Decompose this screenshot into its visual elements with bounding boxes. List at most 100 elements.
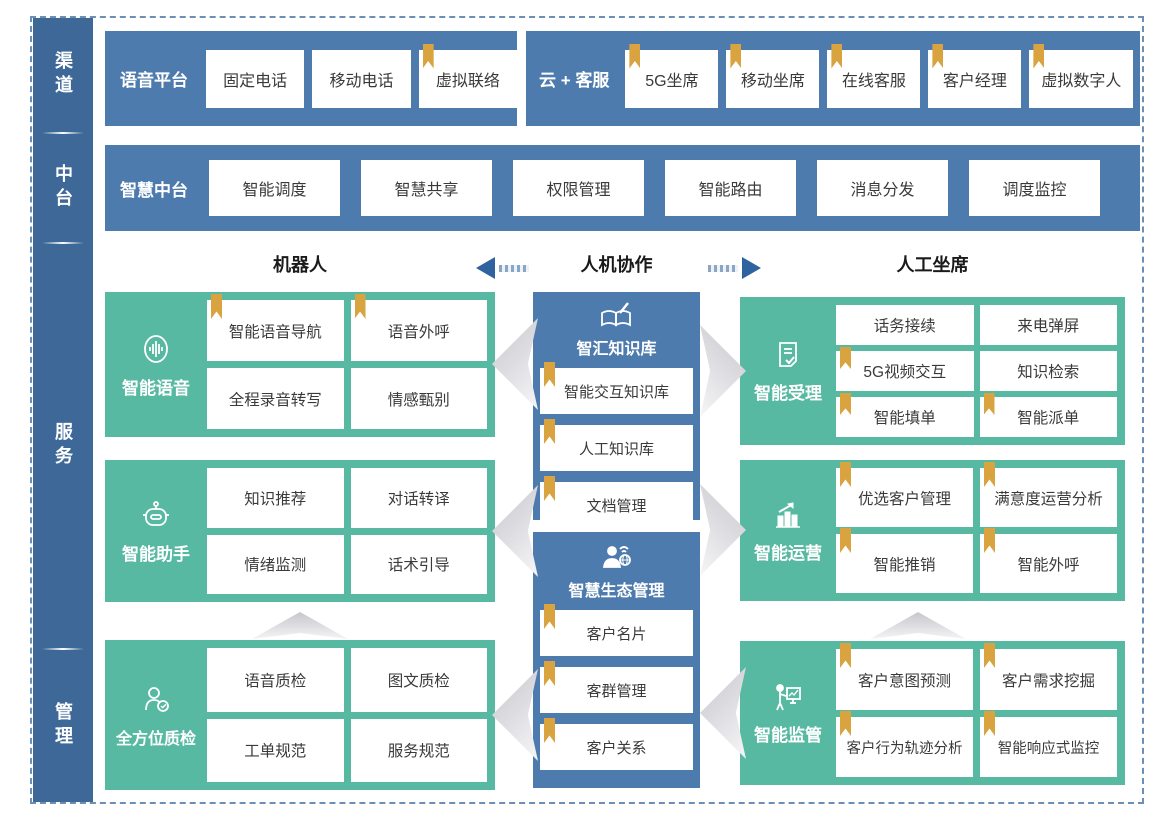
column-header-agent: 人工坐席: [896, 255, 969, 275]
feature-box: 智能响应式监控: [980, 711, 1117, 777]
sidebar-divider: [42, 132, 84, 134]
band-title: 语音平台: [120, 71, 188, 90]
feature-box: 满意度运营分析: [980, 462, 1117, 527]
bookmark-icon: [211, 294, 222, 319]
sidebar-item-middle-platform: 中台: [33, 134, 93, 242]
sidebar-divider: [42, 242, 84, 244]
feature-label: 智能响应式监控: [997, 740, 1100, 757]
bookmark-icon: [544, 476, 555, 501]
feature-box: 全程录音转写: [207, 368, 344, 429]
feature-label: 智能交互知识库: [563, 383, 669, 401]
bookmark-icon: [544, 419, 555, 444]
feature-label: 来电弹屏: [1017, 318, 1080, 335]
platform-box-label: 智能路由: [698, 182, 763, 199]
feature-box: 来电弹屏: [979, 305, 1117, 345]
channel-box-label: 虚拟数字人: [1041, 72, 1122, 90]
platform-box: 调度监控: [969, 160, 1100, 216]
feature-box: 服务规范: [350, 718, 487, 782]
layer-label: 服务: [53, 422, 73, 470]
feature-box: 客户意图预测: [836, 643, 973, 710]
feature-label: 图文质检: [387, 672, 450, 690]
feature-label: 工单规范: [244, 743, 307, 761]
center-block-title: 智汇知识库: [576, 341, 657, 358]
channel-box-label: 移动坐席: [740, 72, 805, 90]
feature-label: 客户意图预测: [857, 672, 951, 690]
layer-label: 中台: [53, 164, 73, 212]
block-title: 智能受理: [754, 384, 822, 403]
channel-box: 固定电话: [206, 49, 305, 108]
feature-label: 客户行为轨迹分析: [846, 740, 963, 757]
bookmark-icon: [984, 711, 995, 736]
block-knowledge-base: 智汇知识库 智能交互知识库 人工知识库 文档管理: [533, 292, 700, 528]
collab-arrow-left: [476, 257, 529, 279]
platform-box-label: 调度监控: [1002, 182, 1067, 199]
block-items: 语音质检 图文质检 工单规范 服务规范: [207, 640, 495, 790]
feature-box: 人工知识库: [540, 419, 693, 471]
block-smart-voice: 智能语音 智能语音导航 语音外呼 全程录音转写 情感甄别: [105, 292, 495, 437]
bookmark-icon: [932, 43, 944, 69]
eco-person-icon: [602, 546, 631, 568]
channel-box-label: 在线客服: [841, 72, 906, 90]
channel-box: 5G坐席: [625, 43, 719, 108]
platform-box-label: 智慧共享: [394, 182, 459, 199]
bookmark-icon: [840, 528, 851, 553]
feature-box: 话务接续: [836, 305, 974, 345]
feature-label: 客群管理: [586, 682, 647, 700]
feature-box: 智能填单: [836, 393, 974, 437]
feature-label: 文档管理: [586, 497, 647, 515]
cloud-service-band: 云 + 客服 5G坐席 移动坐席 在线客服 客户经理 虚拟数字人: [526, 31, 1140, 126]
feature-box: 智能派单: [979, 393, 1117, 437]
bookmark-icon: [544, 718, 555, 743]
platform-box-label: 消息分发: [850, 182, 915, 199]
sidebar-item-management: 管理: [33, 650, 93, 802]
robot-icon: [143, 501, 169, 526]
feature-box: 知识检索: [979, 351, 1117, 391]
feature-label: 全程录音转写: [228, 391, 322, 409]
bookmark-icon: [840, 393, 851, 415]
bookmark-icon: [983, 393, 995, 415]
feature-label: 人工知识库: [578, 440, 654, 458]
feature-label: 5G视频交互: [863, 364, 947, 381]
feature-box: 智能外呼: [980, 528, 1117, 593]
feature-label: 客户关系: [586, 739, 647, 757]
block-quality-inspection: 全方位质检 语音质检 图文质检 工单规范 服务规范: [105, 640, 495, 790]
bookmark-icon: [984, 462, 995, 487]
column-header-robot: 机器人: [273, 255, 327, 275]
feature-box: 语音外呼: [350, 294, 487, 361]
center-block-title: 智慧生态管理: [568, 583, 665, 600]
feature-label: 对话转译: [387, 490, 450, 508]
feature-box: 话术引导: [350, 534, 487, 594]
feature-box: 情感甄别: [350, 368, 487, 429]
feature-label: 优选客户管理: [857, 490, 951, 508]
bookmark-icon: [840, 347, 851, 369]
feature-box: 优选客户管理: [836, 462, 973, 527]
feature-label: 智能推销: [873, 556, 936, 574]
voice-wave-icon: [144, 334, 168, 363]
feature-label: 话术引导: [387, 557, 450, 575]
feature-box: 情绪监测: [207, 534, 344, 594]
sidebar-divider: [42, 648, 84, 650]
feature-box: 客群管理: [540, 661, 693, 713]
bookmark-icon: [544, 362, 555, 387]
feature-label: 知识推荐: [244, 490, 307, 508]
bookmark-icon: [354, 294, 366, 319]
feature-label: 智能外呼: [1017, 556, 1080, 574]
platform-box: 消息分发: [817, 160, 948, 216]
bookmark-icon: [831, 43, 843, 69]
bookmark-icon: [629, 43, 641, 69]
block-title: 智能助手: [122, 545, 190, 564]
block-smart-operations: 智能运营 优选客户管理 满意度运营分析 智能推销 智能外呼: [740, 460, 1125, 601]
feature-box: 智能推销: [836, 528, 973, 593]
feature-label: 语音外呼: [387, 323, 450, 341]
block-label-area: 智能受理: [740, 297, 836, 445]
feature-label: 客户需求挖掘: [1001, 672, 1095, 690]
channel-box-label: 固定电话: [223, 72, 288, 90]
feature-box: 客户名片: [540, 604, 693, 656]
block-smart-acceptance: 智能受理 话务接续 来电弹屏 5G视频交互 知识检索 智能填单 智能派单: [740, 297, 1125, 445]
feature-box: 智能语音导航: [207, 294, 344, 361]
platform-box: 智能调度: [209, 160, 340, 216]
block-smart-assistant: 智能助手 知识推荐 对话转译 情绪监测 话术引导: [105, 460, 495, 602]
band-title: 智慧中台: [120, 180, 188, 200]
bookmark-icon: [984, 528, 995, 553]
platform-box: 权限管理: [513, 160, 644, 216]
